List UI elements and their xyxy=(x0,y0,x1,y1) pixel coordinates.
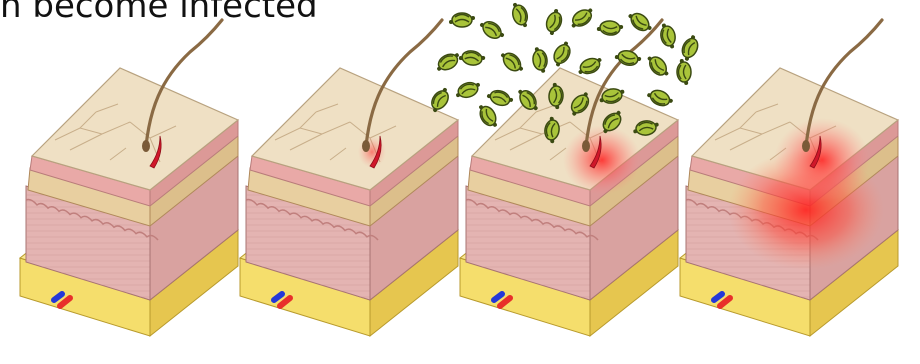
bacterium-10 xyxy=(433,50,463,74)
hair-follicle xyxy=(802,140,810,152)
hair-follicle xyxy=(362,140,370,152)
bacterium-9 xyxy=(678,33,702,63)
bacterium-18 xyxy=(677,59,691,85)
bacterium-5 xyxy=(567,5,596,31)
bacterium-6 xyxy=(596,20,623,36)
infection-glow xyxy=(563,125,641,195)
skin-block-3 xyxy=(460,20,678,336)
bacterium-4 xyxy=(543,7,565,36)
bacterium-12 xyxy=(498,48,526,77)
bacterium-8 xyxy=(659,22,678,50)
bacterium-13 xyxy=(532,46,549,73)
infection-glow xyxy=(774,118,870,202)
bacterium-20 xyxy=(454,80,483,101)
bacterium-11 xyxy=(458,49,486,67)
bacterium-2 xyxy=(477,17,506,44)
skin-block-4 xyxy=(680,20,898,336)
bacterium-26 xyxy=(645,86,674,110)
hair-follicle xyxy=(582,140,590,152)
bacterium-21 xyxy=(485,87,514,109)
bacterium-17 xyxy=(644,51,671,80)
skin-block-1 xyxy=(20,20,238,336)
hair-follicle xyxy=(142,140,150,152)
bacterium-3 xyxy=(510,1,531,30)
bacterium-15 xyxy=(575,55,604,78)
bacterium-14 xyxy=(549,39,574,68)
skin-block-2 xyxy=(240,20,458,336)
bacterium-1 xyxy=(449,13,475,27)
bacterium-27 xyxy=(476,101,501,131)
